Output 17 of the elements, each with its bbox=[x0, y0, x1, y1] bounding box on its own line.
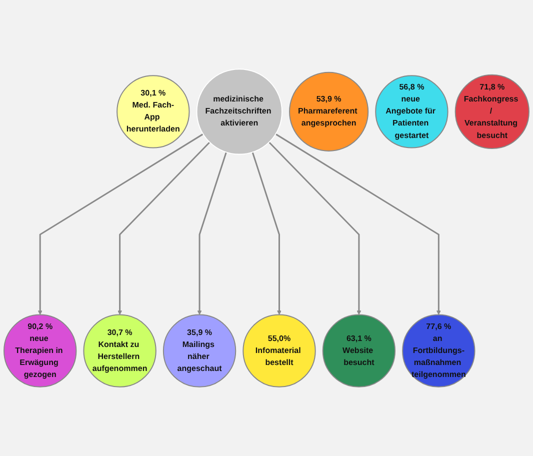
arrow bbox=[118, 142, 210, 315]
arrow bbox=[275, 133, 441, 315]
node-circle: 35,9 % Mailings näher angeschaut bbox=[162, 314, 236, 388]
node-circle: 71,8 % Fachkongress / Veranstaltung besucht bbox=[454, 74, 530, 150]
node-circle: 77,6 % an Fortbildungs-maßnahmen teilgenommen bbox=[402, 314, 476, 388]
node-circle: 55,0% Infomaterial bestellt bbox=[242, 314, 316, 388]
arrow bbox=[252, 152, 282, 315]
arrow bbox=[197, 152, 227, 315]
arrow bbox=[38, 133, 204, 315]
node-circle: 56,8 % neue Angebote für Patienten gestartet bbox=[375, 75, 448, 148]
node-circle: 30,7 % Kontakt zu Herstellern aufgenommen bbox=[83, 314, 156, 388]
node-circle: medizinische Fachzeitschriften aktivieren bbox=[196, 68, 282, 155]
node-circle: 63,1 % Website besucht bbox=[322, 314, 396, 388]
node-circle: 90,2 % neue Therapien in Erwägung gezogen bbox=[4, 314, 77, 388]
node-circle: 53,9 % Pharmareferent angesprochen bbox=[289, 72, 369, 152]
arrow bbox=[268, 142, 362, 315]
node-circle: 30,1 % Med. Fach-App herunterladen bbox=[116, 75, 190, 148]
